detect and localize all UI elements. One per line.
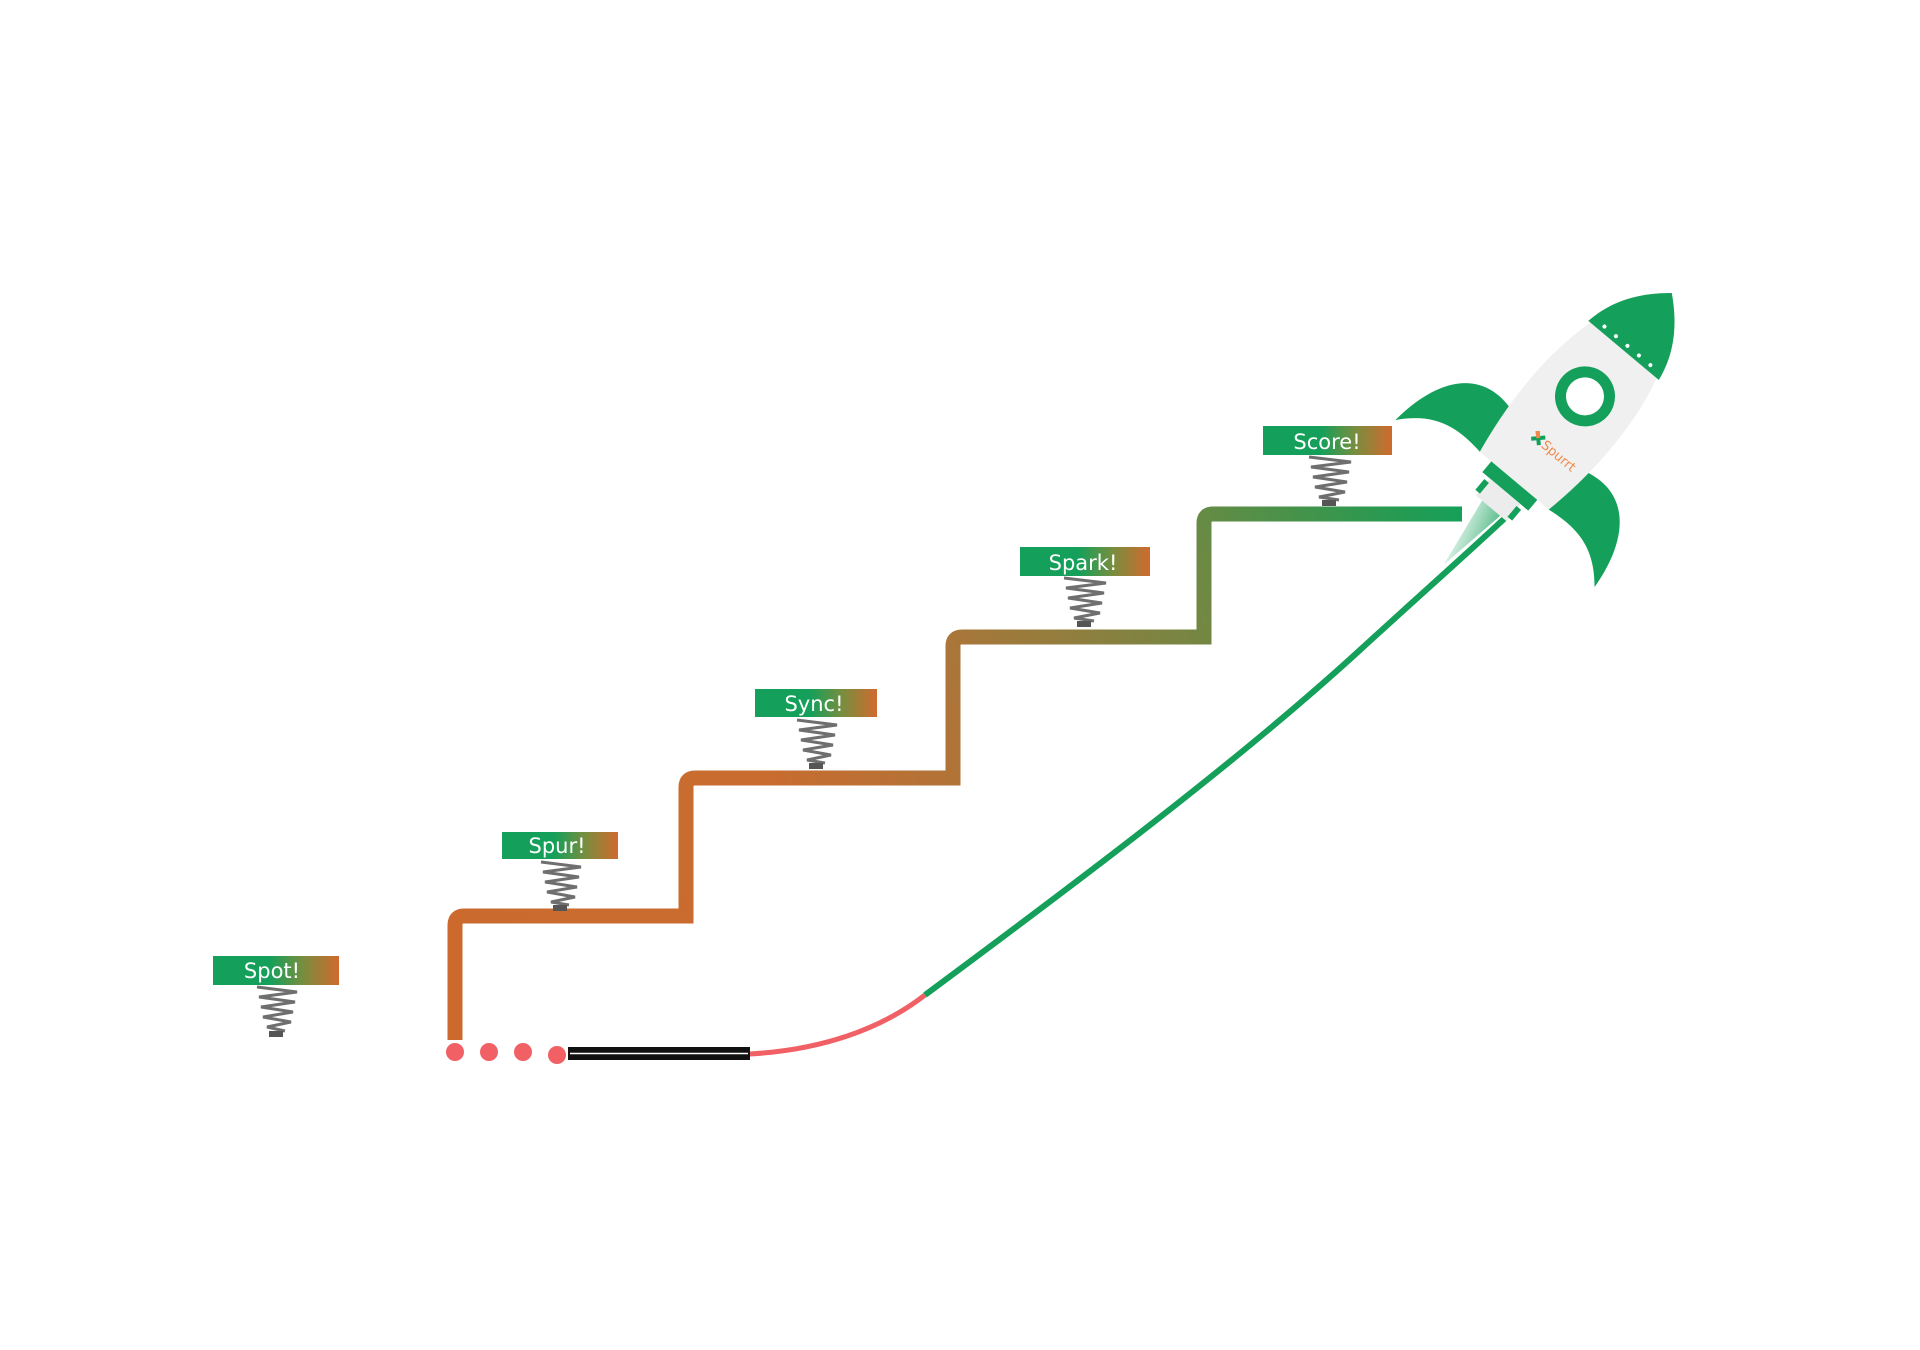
stage-label: Score! bbox=[1293, 430, 1360, 454]
stage-label: Spur! bbox=[528, 834, 585, 858]
stage-label-bg bbox=[1263, 426, 1392, 455]
launch-bar bbox=[568, 1047, 750, 1060]
stage-label: Spark! bbox=[1049, 551, 1118, 575]
stage-spur: Spur! bbox=[502, 832, 618, 911]
spring-icon bbox=[1308, 455, 1352, 506]
launch-curve-coral bbox=[749, 993, 927, 1057]
rocket-trajectory bbox=[923, 515, 1508, 998]
stage-spot: Spot! bbox=[213, 956, 339, 1037]
rocket-icon: Spurrt bbox=[1395, 292, 1675, 588]
rocket-nozzle bbox=[1482, 461, 1538, 511]
dot bbox=[480, 1043, 498, 1061]
rocket-nose bbox=[1588, 292, 1675, 380]
stage-label: Sync! bbox=[784, 692, 843, 716]
stage-label-bg bbox=[755, 689, 877, 717]
stage-label-bg bbox=[1020, 547, 1150, 576]
stage-spark: Spark! bbox=[1020, 547, 1150, 627]
spring-icon bbox=[540, 860, 582, 911]
stage-sync: Sync! bbox=[755, 689, 877, 769]
rocket-exhaust bbox=[1443, 499, 1501, 565]
stage-label-bg bbox=[502, 832, 618, 859]
spring-icon bbox=[1063, 576, 1107, 627]
stage-label-bg bbox=[213, 956, 339, 985]
spring-icon bbox=[796, 718, 838, 769]
stage-score: Score! bbox=[1263, 426, 1392, 506]
rocket-fin-right bbox=[1548, 468, 1620, 588]
spring-icon bbox=[256, 985, 298, 1037]
dot bbox=[514, 1043, 532, 1061]
nose-rivets bbox=[1602, 324, 1653, 368]
start-dots bbox=[446, 1043, 566, 1064]
stage-label: Spot! bbox=[244, 959, 300, 983]
rocket-fin-left bbox=[1395, 383, 1516, 452]
dot bbox=[548, 1046, 566, 1064]
staircase-path bbox=[447, 506, 1462, 1040]
dot bbox=[446, 1043, 464, 1061]
